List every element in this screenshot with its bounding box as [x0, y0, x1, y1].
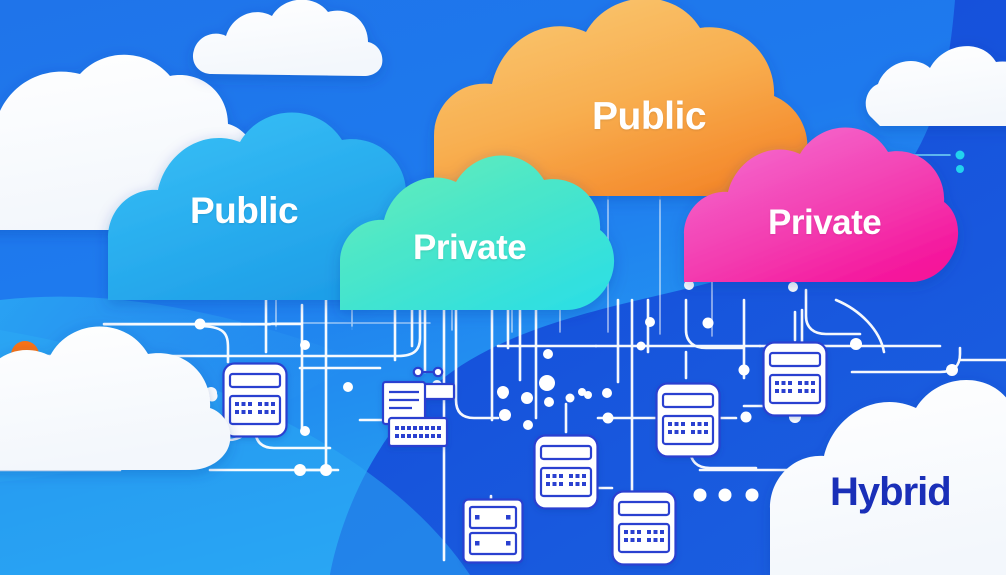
network-junction-dot — [300, 340, 310, 350]
cloud-teal-private — [340, 155, 615, 310]
network-junction-dot — [521, 392, 533, 404]
network-junction-dot — [702, 317, 714, 329]
network-junction-dot — [499, 409, 511, 421]
network-junction-dot — [946, 364, 958, 376]
server-icon — [222, 362, 288, 438]
network-junction-dot — [693, 488, 707, 502]
network-junction-dot — [543, 349, 553, 359]
network-junction-dot — [194, 318, 206, 330]
server-icon — [762, 341, 828, 417]
network-junction-dot — [539, 375, 555, 391]
server-icon — [655, 382, 721, 458]
cloud-pink-private — [684, 127, 959, 282]
network-junction-dot — [684, 280, 694, 290]
network-junction-dot — [565, 393, 575, 403]
network-junction-dot — [602, 388, 612, 398]
network-junction-dot — [544, 397, 554, 407]
server-icon — [611, 490, 677, 566]
network-junction-dot — [745, 488, 759, 502]
network-junction-dot — [578, 388, 586, 396]
network-junction-dot — [738, 364, 750, 376]
cloud-orange-public — [434, 0, 808, 196]
network-junction-dot — [498, 389, 508, 399]
network-junction-dot — [740, 411, 752, 423]
network-junction-dot — [850, 338, 862, 350]
network-junction-dot — [320, 464, 332, 476]
network-junction-dot — [584, 391, 592, 399]
network-junction-dot — [636, 341, 646, 351]
network-junction-dot — [343, 382, 353, 392]
server-icon — [533, 434, 599, 510]
network-junction-dot — [602, 412, 614, 424]
network-junction-dot — [523, 420, 533, 430]
network-junction-dot — [788, 282, 798, 292]
rack-icon — [462, 498, 524, 564]
network-junction-dot — [300, 426, 310, 436]
cyan-endpoint-nodes — [955, 150, 965, 173]
cloud-white-bottom-left — [0, 326, 231, 470]
cloud-white-top-center — [193, 0, 383, 76]
cloud-white-top-right — [865, 46, 1006, 126]
cloud-white-hybrid — [770, 380, 1006, 575]
labelled-clouds-layer — [108, 0, 1006, 575]
network-junction-dot — [645, 317, 655, 327]
network-junction-dot — [718, 488, 732, 502]
network-junction-dot — [294, 464, 306, 476]
